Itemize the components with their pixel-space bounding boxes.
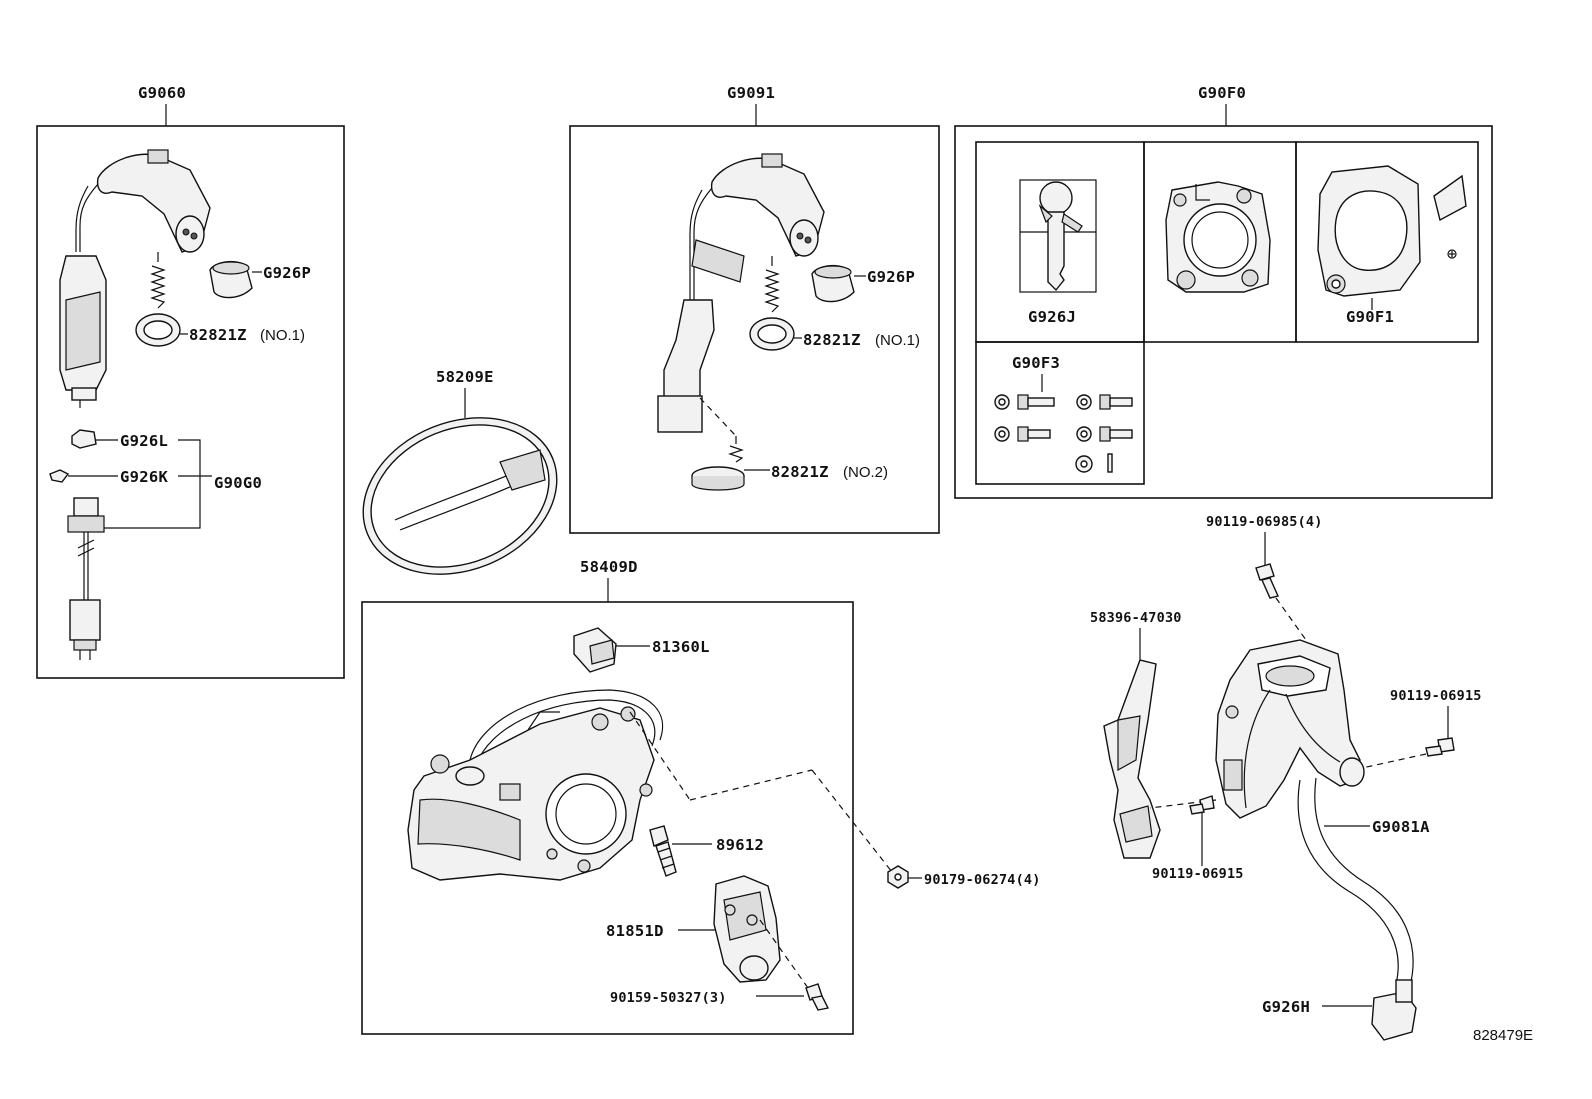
part-label-g926j: G926J <box>1028 308 1076 326</box>
spring-cord-icon <box>728 436 744 463</box>
part-note-no1: (NO.1) <box>260 327 305 344</box>
diagram-id: 828479E <box>1473 1027 1533 1044</box>
bolt-set-icon <box>994 394 1133 473</box>
part-label-58209e: 58209E <box>436 368 494 386</box>
part-label-90119-06985: 90119-06985(4) <box>1206 514 1323 530</box>
bracket-icon <box>1165 181 1271 293</box>
sensor-icon <box>649 825 677 877</box>
ring-icon <box>135 313 181 347</box>
lock-actuator-icon <box>713 875 781 983</box>
bracket-icon <box>1103 659 1161 859</box>
group-label-g9060: G9060 <box>138 84 186 102</box>
group-90179-06274: 90179-06274(4) <box>887 865 1041 889</box>
group-inlet-assembly: 90119-06985(4) 58396-47030 <box>1090 514 1482 1041</box>
part-label-81360l: 81360L <box>652 638 710 656</box>
part-label-g926p: G926P <box>263 264 311 282</box>
bolt-icon <box>1189 795 1215 815</box>
part-label-g90f1: G90F1 <box>1346 308 1394 326</box>
part-label-90179-06274: 90179-06274(4) <box>924 872 1041 888</box>
part-label-g926h: G926H <box>1262 998 1310 1016</box>
group-g9091: G9091 G926P 82821Z (NO.1) <box>569 84 940 534</box>
part-label-58396-47030: 58396-47030 <box>1090 610 1182 626</box>
part-label-g90f3: G90F3 <box>1012 354 1060 372</box>
spring-cord-icon <box>764 256 780 313</box>
part-label-90119-06915: 90119-06915 <box>1152 866 1244 882</box>
box-g9060 <box>36 125 345 679</box>
group-label-g90f0: G90F0 <box>1198 84 1246 102</box>
charging-connector-icon <box>59 149 211 408</box>
group-58409d: 58409D 81360L <box>361 558 893 1035</box>
box-g90f0 <box>954 125 1493 499</box>
group-g90f0: G90F0 G926J <box>954 84 1493 499</box>
part-label-g926k: G926K <box>120 468 169 486</box>
guide-line <box>629 711 691 801</box>
part-label-82821z: 82821Z <box>771 463 829 481</box>
guide-line <box>689 769 813 801</box>
clip-icon <box>71 429 97 449</box>
hose-icon <box>1297 777 1414 987</box>
group-label-58409d: 58409D <box>580 558 638 576</box>
part-label-g9081a: G9081A <box>1372 818 1430 836</box>
part-label-90159-50327: 90159-50327(3) <box>610 990 727 1006</box>
charging-inlet-icon <box>1215 639 1365 819</box>
part-label-90119-06915: 90119-06915 <box>1390 688 1482 704</box>
part-label-89612: 89612 <box>716 836 764 854</box>
part-note-no1: (NO.1) <box>875 332 920 349</box>
sensor-plug-icon <box>67 497 105 660</box>
nut-icon <box>887 865 909 889</box>
guide-line <box>811 769 893 873</box>
group-58209e: 58209E <box>362 368 558 575</box>
guide-line <box>759 919 809 989</box>
guide-line <box>699 397 737 437</box>
cell-g90f1 <box>1295 141 1479 343</box>
cell-g90f3 <box>975 341 1145 485</box>
part-note-no2: (NO.2) <box>843 464 888 481</box>
part-label-g926p: G926P <box>867 268 915 286</box>
bolt-icon <box>1255 563 1279 599</box>
pin-icon <box>49 469 70 483</box>
part-label-82821z: 82821Z <box>189 326 247 344</box>
charging-connector-icon <box>657 153 825 433</box>
guide-line <box>1275 597 1307 641</box>
part-label-82821z: 82821Z <box>803 331 861 349</box>
bolt-icon <box>1425 737 1455 757</box>
connector-icon <box>573 627 617 673</box>
fuel-lid-icon <box>362 417 558 575</box>
inlet-housing-icon <box>407 689 664 881</box>
group-label-g9091: G9091 <box>727 84 775 102</box>
part-label-g926l: G926L <box>120 432 168 450</box>
group-g9060: G9060 G926P 82821Z <box>36 84 345 679</box>
lock-icon <box>1019 179 1097 293</box>
plate-icon <box>1317 165 1467 297</box>
box-g9091 <box>569 125 940 534</box>
part-label-81851d: 81851D <box>606 922 664 940</box>
band-clamp-icon <box>691 466 745 491</box>
part-label-g90g0: G90G0 <box>214 474 262 492</box>
ring-icon <box>749 317 795 351</box>
screw-icon <box>805 983 830 1011</box>
hose-fitting-icon <box>1371 979 1417 1041</box>
box-58409d <box>361 601 854 1035</box>
cap-icon <box>811 264 855 303</box>
guide-line <box>1361 753 1427 769</box>
spring-cord-icon <box>150 252 166 309</box>
cap-icon <box>209 260 253 299</box>
